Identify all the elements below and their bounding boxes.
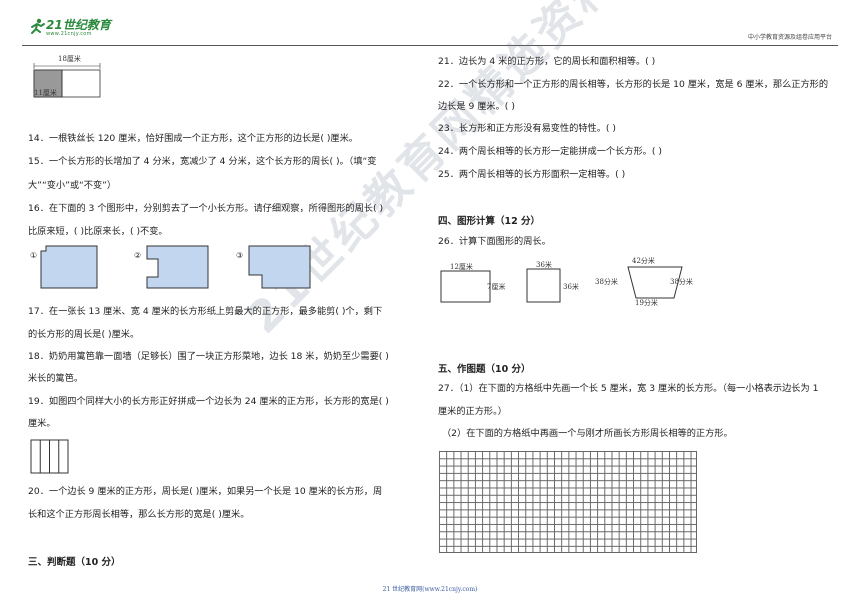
question-19-line1: 19．如图四个同样大小的长方形正好拼成一个边长为 24 厘米的正方形，长方形的宽… [28, 396, 389, 407]
square-shape [526, 268, 561, 303]
question-18-line2: 米长的篱笆。 [28, 373, 84, 384]
figure-26: 12厘米 7厘米 36米 36米 42分米 38分米 38分米 19分米 [430, 256, 710, 316]
question-22-line1: 22．一个长方形和一个正方形的周长相等，长方形的长是 10 厘米，宽是 6 厘米… [438, 79, 829, 90]
fig16-shape-2 [146, 245, 209, 289]
question-20-line1: 20．一个边长 9 厘米的正方形，周长是( )厘米，如果另一个长是 10 厘米的… [28, 486, 383, 497]
rect-top-label: 12厘米 [450, 263, 473, 271]
square-right-label: 36米 [563, 283, 579, 291]
question-16-line1: 16．在下面的 3 个图形中，分别剪去了一个小长方形。请仔细观察，所得图形的周长… [28, 203, 384, 214]
question-20-line2: 长和这个正方形周长相等，那么长方形的宽是( )厘米。 [28, 509, 250, 520]
question-27-line2: 厘米的正方形。） [438, 406, 507, 417]
trap-right-label: 38分米 [670, 278, 693, 286]
header-right-text: 中小学教育资源及组卷应用平台 [747, 34, 832, 41]
fig13-diagram [33, 63, 101, 98]
rect-right-label: 7厘米 [487, 283, 506, 291]
question-25: 25．两个周长相等的长方形面积一定相等。( ) [438, 169, 626, 180]
rectangle-shape [440, 270, 491, 303]
section-4-title: 四、图形计算（12 分） [438, 216, 541, 227]
section-3-title: 三、判断题（10 分） [28, 557, 121, 568]
section-5-title: 五、作图题（10 分） [438, 364, 531, 375]
question-27-line3: （2）在下面的方格纸中再画一个与刚才所画长方形周长相等的正方形。 [442, 428, 733, 439]
footer-text: 21 世纪教育网(www.21cnjy.com) [382, 586, 478, 593]
figure-16: ① ② ③ [28, 245, 328, 290]
trap-bottom-label: 19分米 [635, 299, 658, 307]
fig16-label-3: ③ [236, 251, 244, 260]
question-26: 26．计算下面图形的周长。 [438, 236, 551, 247]
fig16-shape-1 [40, 245, 98, 289]
question-14: 14．一根铁丝长 120 厘米，恰好围成一个正方形，这个正方形的边长是( )厘米… [28, 133, 358, 144]
grid-paper[interactable] [439, 451, 697, 553]
question-15-line2: 大”“变小”或“不变”） [28, 180, 117, 191]
trap-left-label: 38分米 [595, 278, 618, 286]
square-top-label: 36米 [536, 261, 552, 269]
question-17-line1: 17．在一张长 13 厘米、宽 4 厘米的长方形纸上剪最大的正方形，最多能剪( … [28, 306, 383, 317]
fig16-label-1: ① [30, 251, 38, 260]
header-divider [22, 45, 838, 46]
question-22-line2: 边长是 9 厘米。( ) [438, 101, 515, 112]
figure-13: 18厘米 11厘米 [22, 52, 112, 100]
question-21: 21．边长为 4 米的正方形，它的周长和面积相等。( ) [438, 56, 656, 67]
fig16-shape-3 [248, 245, 311, 289]
fig13-top-label: 18厘米 [58, 55, 81, 63]
question-27-line1: 27．（1）在下面的方格纸中先画一个长 5 厘米，宽 3 厘米的长方形。（每一小… [438, 383, 819, 394]
question-18-line1: 18．奶奶用篱笆靠一面墙（足够长）围了一块正方形菜地，边长 18 米，奶奶至少需… [28, 351, 389, 362]
logo: 21世纪教育 www.21cnjy.com [28, 16, 138, 40]
fig13-bottom-label: 11厘米 [34, 89, 57, 97]
question-17-line2: 的长方形的周长是( )厘米。 [28, 329, 140, 340]
logo-url: www.21cnjy.com [46, 31, 92, 37]
figure-19 [30, 439, 69, 474]
question-19-line2: 厘米。 [28, 418, 56, 429]
question-16-line2: 比原来短，( )比原来长，( )不变。 [28, 226, 168, 237]
question-23: 23．长方形和正方形没有易变性的特性。( ) [438, 123, 616, 134]
trapezoid-shape [627, 266, 683, 299]
question-24: 24．两个周长相等的长方形一定能拼成一个长方形。( ) [438, 146, 662, 157]
logo-text: 21世纪教育 [46, 18, 111, 32]
runner-icon [31, 18, 45, 34]
question-15-line1: 15．一个长方形的长增加了 4 分米，宽减少了 4 分米，这个长方形的周长( )… [28, 156, 377, 167]
trap-top-label: 42分米 [632, 257, 655, 265]
fig16-label-2: ② [134, 251, 142, 260]
